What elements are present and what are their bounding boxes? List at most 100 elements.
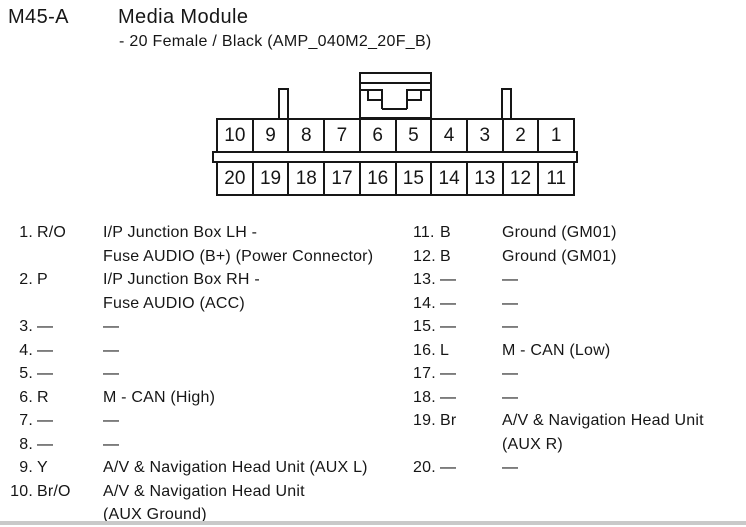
pin-number: 18.: [413, 388, 436, 406]
connector-flange: [212, 151, 578, 163]
pin-row-17: 17.——: [413, 362, 746, 386]
connector-pin-cell: 8: [287, 120, 323, 151]
connector-pin-cell: 3: [465, 120, 502, 151]
pin-number: 12.: [413, 247, 436, 265]
pin-number: 15.: [413, 318, 436, 335]
pin-number: 1.: [19, 224, 33, 241]
pin-row-20: 20.——: [413, 456, 746, 480]
pin-color-code: B: [440, 247, 451, 265]
pin-description: —: [103, 341, 120, 359]
pin-color-code: Br: [440, 412, 457, 429]
connector-pin-cell: 10: [224, 124, 246, 146]
pin-color-code: —: [37, 365, 54, 382]
connector-pin-cell: 19: [251, 163, 288, 194]
connector-title: Media Module: [118, 6, 249, 28]
pin-color-code: —: [440, 388, 457, 406]
pin-row-19: 19.Br A/V & Navigation Head Unit (AUX R): [413, 409, 746, 456]
pin-row-12: 12.B Ground (GM01): [413, 245, 746, 269]
connector-pin-cell: 7: [323, 120, 359, 151]
pin-number: 16.: [413, 341, 436, 359]
pin-description: M - CAN (High): [103, 388, 216, 406]
pin-description: —: [502, 365, 519, 382]
connector-pin-cell: 15: [394, 163, 431, 194]
pin-row-7: 7.——: [0, 409, 410, 433]
pin-row-18: 18.——: [413, 386, 746, 410]
pin-description: Ground (GM01): [502, 224, 617, 241]
connector-pin-row-top: 10 9 8 7 6 5 4 3 2 1: [216, 118, 575, 151]
pin-color-code: —: [440, 365, 457, 382]
pin-color-code: —: [37, 412, 54, 429]
pin-number: 20.: [413, 459, 436, 476]
connector-pin-row-bottom: 20 19 18 17 16 15 14 13 12 11: [216, 163, 575, 196]
connector-pin-cell: 16: [358, 163, 395, 194]
pin-description: I/P Junction Box RH - Fuse AUDIO (ACC): [103, 271, 260, 312]
pin-number: 19.: [413, 412, 436, 429]
pin-row-13: 13.——: [413, 268, 746, 292]
connector-pin-cell: 18: [287, 163, 323, 194]
page-edge-strip: [0, 521, 746, 525]
pin-row-16: 16.L M - CAN (Low): [413, 339, 746, 363]
pin-color-code: —: [440, 459, 457, 476]
pin-number: 4.: [19, 341, 33, 359]
pin-row-14: 14.——: [413, 292, 746, 316]
pin-number: 2.: [19, 271, 33, 288]
pin-description: A/V & Navigation Head Unit (AUX Ground): [103, 482, 305, 524]
pin-color-code: —: [440, 294, 457, 312]
connector-pin-cell: 17: [323, 163, 359, 194]
pin-row-8: 8.——: [0, 433, 410, 457]
pin-description: —: [502, 388, 519, 406]
pin-number: 8.: [19, 435, 33, 453]
pin-description: A/V & Navigation Head Unit (AUX R): [502, 412, 704, 453]
pin-description: Ground (GM01): [502, 247, 617, 265]
connector-pin-cell: 9: [251, 120, 288, 151]
connector-pin-cell: 11: [537, 163, 573, 194]
pin-description: —: [502, 318, 519, 335]
pin-color-code: —: [440, 271, 457, 288]
pin-number: 7.: [19, 412, 33, 429]
pin-color-code: P: [37, 271, 48, 288]
pin-color-code: R: [37, 388, 49, 406]
connector-pin-cell: 1: [537, 120, 573, 151]
pin-color-code: R/O: [37, 224, 67, 241]
pin-row-3: 3.——: [0, 315, 410, 339]
pin-description: —: [502, 271, 519, 288]
pin-color-code: L: [440, 341, 450, 359]
pin-color-code: —: [37, 435, 54, 453]
pin-number: 17.: [413, 365, 436, 382]
pin-row-1: 1.R/O I/P Junction Box LH - Fuse AUDIO (B…: [0, 221, 410, 268]
pin-row-2: 2.P I/P Junction Box RH - Fuse AUDIO (ACC…: [0, 268, 410, 315]
pin-list-left: 1.R/O I/P Junction Box LH - Fuse AUDIO (B…: [0, 221, 410, 527]
pin-row-6: 6.R M - CAN (High): [0, 386, 410, 410]
pin-description: —: [103, 318, 120, 335]
pin-color-code: —: [37, 341, 54, 359]
pin-color-code: —: [37, 318, 54, 335]
pin-description: I/P Junction Box LH - Fuse AUDIO (B+) (P…: [103, 224, 374, 265]
pin-number: 5.: [19, 365, 33, 382]
connector-pin-cell: 14: [430, 163, 466, 194]
connector-pin-cell: 20: [224, 167, 246, 189]
pin-row-4: 4.——: [0, 339, 410, 363]
connector-subtitle: - 20 Female / Black (AMP_040M2_20F_B): [119, 33, 432, 50]
connector-pin-cell: 4: [430, 120, 466, 151]
connector-pin-cell: 6: [358, 120, 395, 151]
connector-pin-cell: 5: [394, 120, 431, 151]
pin-description: —: [103, 412, 120, 429]
connector-latch-icon: [359, 72, 432, 119]
pin-color-code: B: [440, 224, 451, 241]
connector-pin-cell: 13: [465, 163, 502, 194]
pin-color-code: Br/O: [37, 482, 71, 500]
pin-number: 10.: [10, 482, 33, 500]
pin-number: 3.: [19, 318, 33, 335]
pin-row-5: 5.——: [0, 362, 410, 386]
pin-color-code: Y: [37, 459, 48, 476]
pin-description: —: [103, 365, 120, 382]
pin-row-10: 10.Br/O A/V & Navigation Head Unit (AUX G…: [0, 480, 410, 527]
pin-description: —: [502, 294, 519, 312]
pin-number: 6.: [19, 388, 33, 406]
connector-tab-left-icon: [278, 88, 289, 120]
pin-description: M - CAN (Low): [502, 341, 611, 359]
pin-color-code: —: [440, 318, 457, 335]
